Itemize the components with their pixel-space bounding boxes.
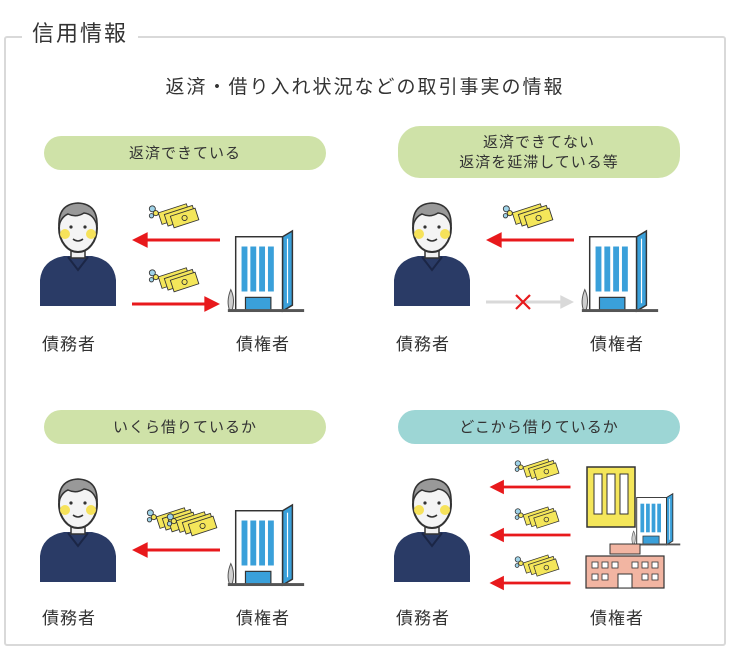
pill-repaying: 返済できている xyxy=(44,136,326,170)
debtor-person-icon xyxy=(38,472,118,582)
creditor-label: 債権者 xyxy=(590,609,644,629)
pill-not-repaying-line2: 返済を延滞している等 xyxy=(459,153,619,171)
info-frame xyxy=(4,36,726,646)
office-building-icon xyxy=(576,224,664,314)
creditor-label: 債権者 xyxy=(236,609,290,629)
debtor-person-icon xyxy=(392,196,472,306)
office-building-icon xyxy=(628,488,684,548)
arrow-left-icon xyxy=(486,574,574,592)
subtitle: 返済・借り入れ状況などの取引事実の情報 xyxy=(165,76,565,98)
creditor-label: 債権者 xyxy=(590,335,644,355)
pill-where-from: どこから借りているか xyxy=(398,410,680,444)
arrow-left-icon xyxy=(132,230,220,250)
debtor-person-icon xyxy=(392,472,472,582)
debtor-label: 債務者 xyxy=(396,335,450,355)
arrow-right-icon xyxy=(132,294,220,314)
pill-where-from-label: どこから借りているか xyxy=(459,418,619,436)
money-icon xyxy=(502,198,554,230)
pill-repaying-label: 返済できている xyxy=(128,144,241,162)
arrow-left-icon xyxy=(486,230,574,250)
creditor-label: 債権者 xyxy=(236,335,290,355)
debtor-label: 債務者 xyxy=(42,609,96,629)
arrow-left-icon xyxy=(132,540,220,560)
arrow-left-icon xyxy=(486,526,574,544)
office-building-icon xyxy=(222,224,310,314)
arrow-left-icon xyxy=(486,478,574,496)
pill-not-repaying: 返済できてない 返済を延滞している等 xyxy=(398,126,680,178)
money-icon xyxy=(166,506,218,538)
yellow-building-icon xyxy=(586,466,636,528)
cross-icon xyxy=(513,292,533,312)
hospital-building-icon xyxy=(584,542,666,590)
debtor-label: 債務者 xyxy=(42,335,96,355)
money-icon xyxy=(148,262,200,294)
pill-how-much: いくら借りているか xyxy=(44,410,326,444)
debtor-person-icon xyxy=(38,196,118,306)
office-building-icon xyxy=(222,498,310,588)
pill-how-much-label: いくら借りているか xyxy=(112,418,257,436)
money-icon xyxy=(148,198,200,230)
debtor-label: 債務者 xyxy=(396,609,450,629)
frame-title: 信用情報 xyxy=(22,16,139,48)
pill-not-repaying-line1: 返済できてない xyxy=(482,133,595,151)
